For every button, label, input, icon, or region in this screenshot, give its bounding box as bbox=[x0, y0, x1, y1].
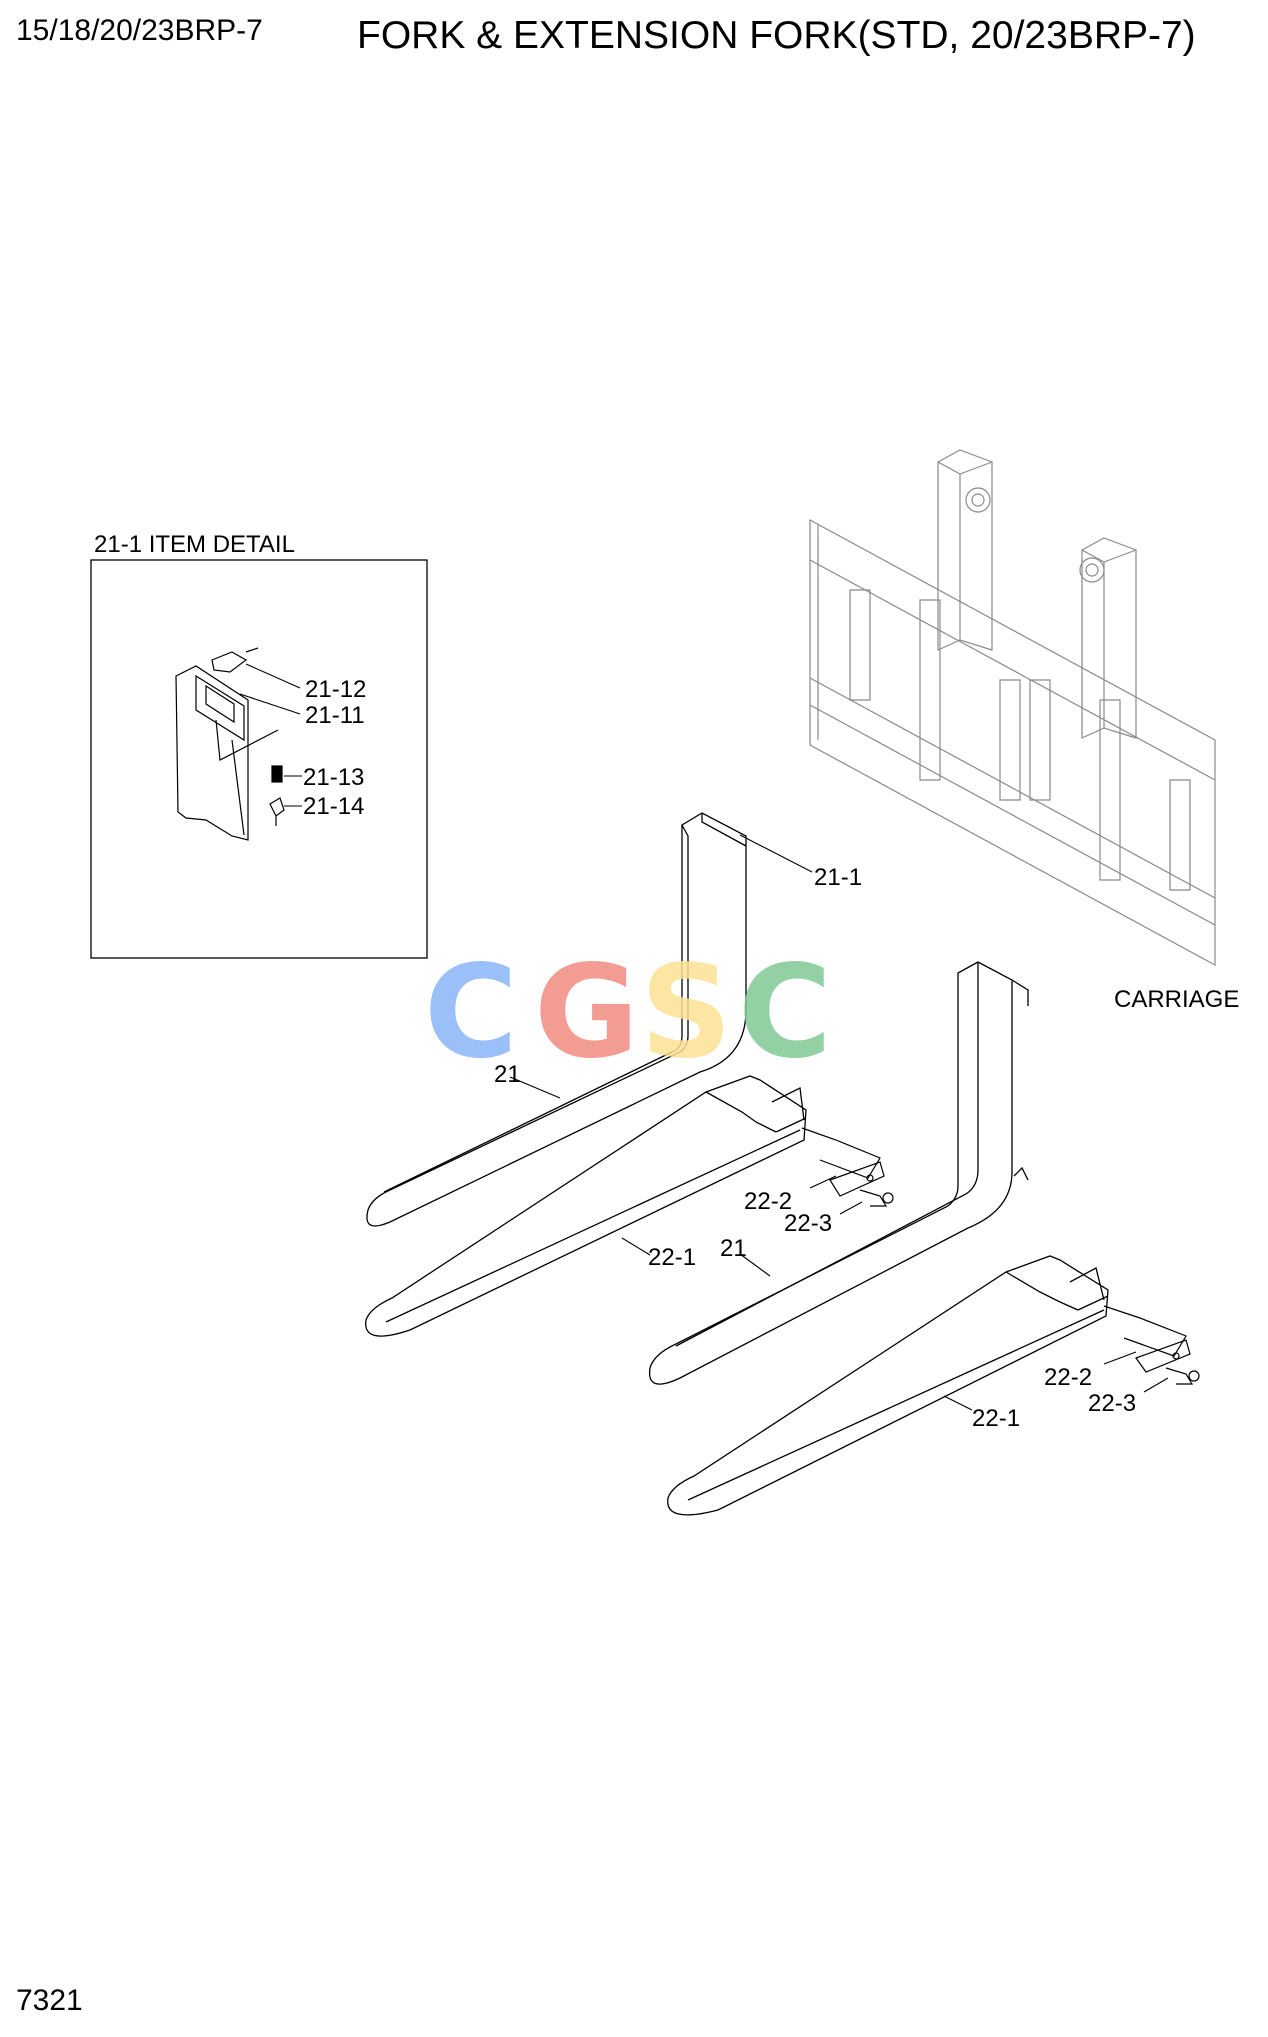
callout-22-3-right: 22-3 bbox=[1088, 1390, 1136, 1417]
detail-leaders bbox=[239, 663, 302, 807]
detail-bracket-drawing bbox=[175, 647, 285, 841]
fork-21-left bbox=[366, 812, 747, 1227]
carriage-drawing bbox=[809, 449, 1216, 967]
page-title: FORK & EXTENSION FORK(STD, 20/23BRP-7) bbox=[357, 14, 1196, 57]
pin-assembly-left bbox=[801, 1127, 894, 1207]
callout-22-1-right: 22-1 bbox=[972, 1405, 1020, 1432]
extension-fork-22-1-right bbox=[667, 1255, 1109, 1516]
page-number: 7321 bbox=[16, 1984, 83, 2017]
detail-heading: 21-1 ITEM DETAIL bbox=[94, 531, 295, 558]
model-number: 15/18/20/23BRP-7 bbox=[16, 14, 263, 47]
carriage-label: CARRIAGE bbox=[1114, 986, 1239, 1013]
callout-21-right: 21 bbox=[720, 1235, 747, 1262]
part-21-11: 21-11 bbox=[305, 702, 365, 729]
cgsc-watermark-logo: C G S C bbox=[424, 938, 832, 1087]
part-21-13: 21-13 bbox=[303, 764, 364, 791]
callout-22-2-left: 22-2 bbox=[744, 1188, 792, 1215]
watermark-letter-c2: C bbox=[738, 938, 832, 1087]
watermark-letter-c1: C bbox=[424, 938, 518, 1087]
callout-22-3-left: 22-3 bbox=[784, 1210, 832, 1237]
fork-21-right bbox=[648, 961, 1029, 1385]
callout-22-1-left: 22-1 bbox=[648, 1244, 696, 1271]
callout-leaders bbox=[509, 834, 1169, 1411]
item-detail-panel: 21-1 ITEM DETAIL 21-12 21-11 21-13 21-14 bbox=[90, 531, 428, 959]
watermark-letter-s: S bbox=[640, 938, 732, 1087]
part-21-14: 21-14 bbox=[303, 793, 364, 820]
pin-assembly-right bbox=[1103, 1305, 1200, 1385]
part-21-12: 21-12 bbox=[305, 676, 366, 703]
callout-21-1: 21-1 bbox=[814, 864, 862, 891]
extension-fork-22-1-left bbox=[365, 1075, 807, 1337]
watermark-letter-g: G bbox=[534, 938, 639, 1087]
callout-21-left: 21 bbox=[494, 1061, 521, 1088]
callout-22-2-right: 22-2 bbox=[1044, 1364, 1092, 1391]
